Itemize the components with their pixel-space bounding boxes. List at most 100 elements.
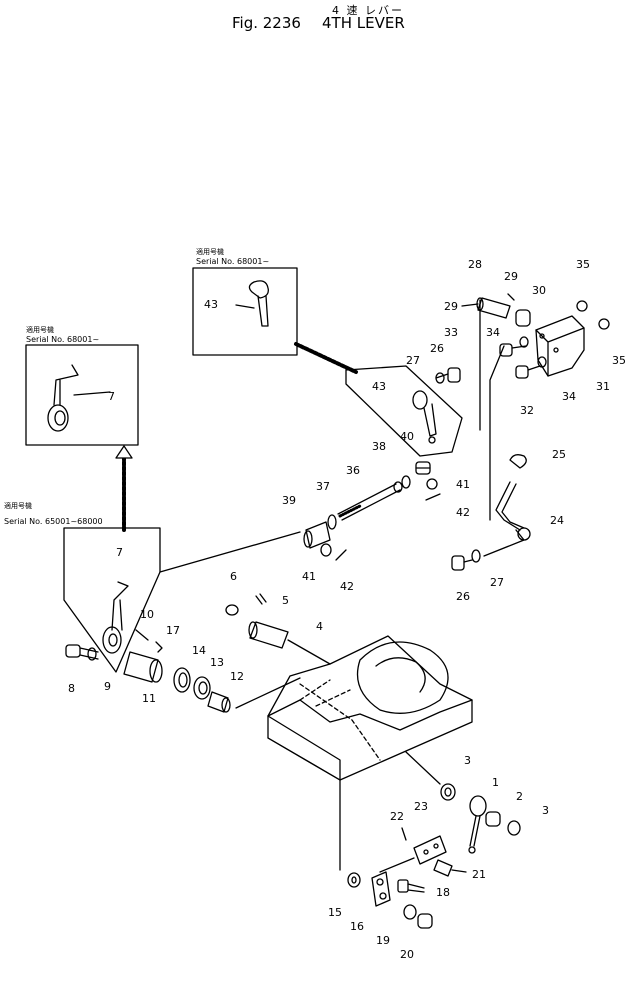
callout-26: 26 <box>430 342 444 355</box>
part-3-washer <box>440 783 456 801</box>
callout-7: 7 <box>116 546 123 559</box>
part-28-pin <box>476 297 511 319</box>
serial-note-inset-43: 適用号機 Serial No. 68001~ <box>196 247 269 266</box>
callout-42: 42 <box>340 580 354 593</box>
part-7-lever <box>102 581 129 654</box>
callout-12: 12 <box>230 670 244 683</box>
japanese-title: 4 速 レバー <box>332 4 404 17</box>
part-36-rod <box>337 481 403 521</box>
callout-16: 16 <box>350 920 364 933</box>
inset-box-7 <box>25 344 139 446</box>
part-6-ring <box>225 604 239 616</box>
callout-41: 41 <box>456 478 470 491</box>
part-41-nut-upper <box>426 478 438 490</box>
figure-title: 4TH LEVER <box>322 14 405 32</box>
part-14-ring <box>173 667 191 693</box>
part-34-washer-lower <box>537 356 547 368</box>
callout-18: 18 <box>436 886 450 899</box>
part-21-bushing <box>433 859 467 877</box>
callout-8: 8 <box>68 682 75 695</box>
callout-34: 34 <box>562 390 576 403</box>
callout-10: 10 <box>140 608 154 621</box>
part-41-nut-lower <box>320 543 332 557</box>
callout-37: 37 <box>316 480 330 493</box>
note-serial: Serial No. 68001~ <box>196 257 269 266</box>
callout-35: 35 <box>576 258 590 271</box>
part-37-ring <box>327 514 337 530</box>
part-20-nut <box>417 913 433 929</box>
callout-3: 3 <box>464 754 471 767</box>
serial-note-inset-7: 適用号機 Serial No. 68001~ <box>26 325 99 344</box>
part-43-lever <box>412 390 437 444</box>
callout-28: 28 <box>468 258 482 271</box>
note-jp: 適用号機 <box>26 325 54 334</box>
callout-39: 39 <box>282 494 296 507</box>
callout-32: 32 <box>520 404 534 417</box>
part-3-washer-lower <box>507 820 521 836</box>
callout-34: 34 <box>486 326 500 339</box>
callout-19: 19 <box>376 934 390 947</box>
part-17 <box>155 641 163 653</box>
part-27-washer-lower <box>471 549 481 563</box>
part-35-nut-upper <box>576 300 588 312</box>
callout-7: 7 <box>108 390 115 403</box>
inset-part-43 <box>235 280 269 327</box>
callout-31: 31 <box>596 380 610 393</box>
part-38-ring <box>401 475 411 489</box>
callout-13: 13 <box>210 656 224 669</box>
part-31-bracket <box>535 315 585 377</box>
part-5 <box>255 593 267 605</box>
callout-3: 3 <box>542 804 549 817</box>
part-32-bolt <box>515 365 541 379</box>
callout-24: 24 <box>550 514 564 527</box>
part-4-shaft <box>248 621 331 665</box>
callout-40: 40 <box>400 430 414 443</box>
part-8-bolt <box>65 644 99 661</box>
leader-pentagon-to-39 <box>159 531 301 573</box>
part-26-bolt-upper <box>435 367 461 383</box>
callout-11: 11 <box>142 692 156 705</box>
callout-29: 29 <box>444 300 458 313</box>
callouts: 1 2 3 3 4 5 6 7 7 8 9 10 11 12 13 14 15 … <box>68 258 626 961</box>
callout-15: 15 <box>328 906 342 919</box>
part-30-bushing <box>515 309 531 327</box>
callout-1: 1 <box>492 776 499 789</box>
part-23-block <box>413 835 447 865</box>
part-18-bolt <box>397 879 425 893</box>
callout-27: 27 <box>490 576 504 589</box>
callout-21: 21 <box>472 868 486 881</box>
part-1-link <box>468 795 487 854</box>
part-40-nut <box>415 461 431 475</box>
callout-6: 6 <box>230 570 237 583</box>
callout-41: 41 <box>302 570 316 583</box>
callout-33: 33 <box>444 326 458 339</box>
callout-26: 26 <box>456 590 470 603</box>
callout-27: 27 <box>406 354 420 367</box>
callout-9: 9 <box>104 680 111 693</box>
inset-box-43 <box>192 267 298 356</box>
part-34-washer-upper <box>519 336 529 348</box>
part-42-pin-upper <box>425 493 441 501</box>
serial-region-outline <box>63 527 161 673</box>
callout-5: 5 <box>282 594 289 607</box>
dashed-arrow-inset43 <box>294 342 358 374</box>
part-25-knob <box>509 454 527 469</box>
note-serial: Serial No. 65001~68000 <box>4 517 103 526</box>
part-16-bracket <box>371 871 391 907</box>
callout-23: 23 <box>414 800 428 813</box>
callout-43: 43 <box>372 380 386 393</box>
diagram-linework <box>25 267 610 929</box>
part-10 <box>135 629 149 641</box>
callout-14: 14 <box>192 644 206 657</box>
part-26-bolt-lower <box>451 555 473 571</box>
part-39-bushing <box>303 521 331 549</box>
part-24-lever <box>483 481 531 557</box>
callout-38: 38 <box>372 440 386 453</box>
figure-number: Fig. 2236 <box>232 14 301 32</box>
part-15-washer <box>347 872 361 888</box>
callout-36: 36 <box>346 464 360 477</box>
callout-25: 25 <box>552 448 566 461</box>
serial-note-pentagon: 適用号機 Serial No. 65001~68000 <box>4 501 103 526</box>
part-22-pin <box>401 827 407 841</box>
